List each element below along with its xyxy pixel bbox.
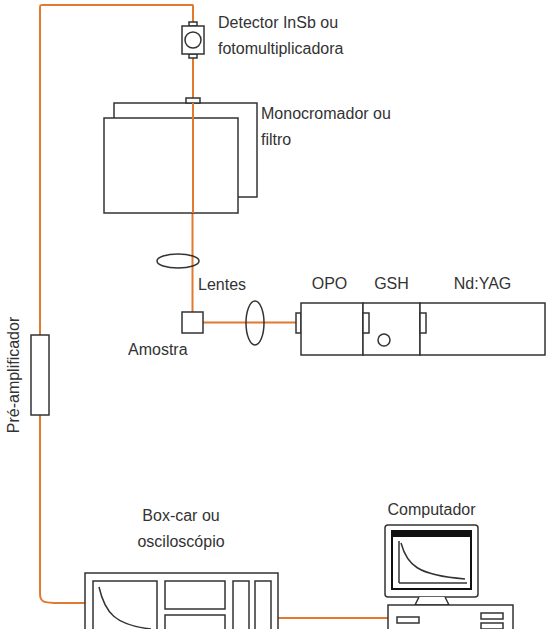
laser-body: [420, 303, 545, 355]
detector: Detector InSb ou fotomultiplicadora: [181, 22, 205, 58]
monochromator: Monocromador ou filtro: [104, 103, 258, 213]
preamplifier: Pré-amplificador: [31, 335, 49, 415]
gsh-box-shape: [363, 303, 420, 355]
monitor-screen: [392, 531, 471, 589]
laser-box: Nd:YAG: [420, 303, 545, 355]
component-label: Nd:YAG: [420, 271, 545, 297]
laser-box-shape: [420, 303, 545, 355]
part-label: Lentes: [198, 272, 246, 298]
beam-inside: [192, 103, 194, 213]
boxcar-panel: [165, 581, 225, 609]
boxcar-panel: [233, 581, 249, 629]
gsh-box: GSH: [363, 303, 420, 355]
component-label: GSH: [363, 271, 420, 297]
sample-shape: [182, 312, 203, 333]
beam-or-cable: [192, 213, 194, 312]
lens-side: [246, 301, 264, 345]
drive-slot: [397, 617, 419, 623]
component-label: Monocromador ou filtro: [261, 101, 391, 153]
boxcar-screen: [93, 581, 157, 629]
gsh-knob: [378, 334, 390, 346]
preamplifier-shape: [31, 335, 49, 415]
gsh-body: [363, 303, 420, 355]
boxcar: Box-car ou osciloscópio: [85, 573, 278, 629]
component-label: Pré-amplificador: [1, 317, 27, 433]
component-label: Computador: [383, 497, 480, 523]
computer-shape: [383, 525, 520, 629]
computer: Computador: [383, 525, 520, 629]
beam-or-cable: [278, 617, 388, 619]
monitor-stand: [415, 597, 449, 605]
monochromator-slit: [186, 98, 200, 103]
component-label: OPO: [296, 271, 363, 297]
opo-body: [301, 303, 363, 355]
component-label: Amostra: [128, 337, 188, 363]
drive-slot: [481, 623, 503, 629]
monitor: [385, 525, 478, 597]
detector-window: [185, 32, 201, 48]
boxcar-panel: [255, 581, 271, 629]
detector-shape: [181, 22, 205, 58]
monochromator-shape: [104, 103, 258, 213]
drive-slot: [481, 613, 503, 619]
computer-case: [388, 605, 513, 629]
sample: Amostra: [182, 312, 203, 333]
laser-port: [420, 313, 426, 333]
component-label: Box-car ou osciloscópio: [121, 503, 241, 555]
monochromator-front: [104, 118, 238, 213]
boxcar-shape: [85, 573, 278, 629]
opo-box: OPO: [296, 303, 363, 355]
beam-or-cable: [192, 58, 194, 98]
sample-cell: [182, 312, 203, 333]
beam-or-cable: [203, 322, 296, 324]
preamp-body: [31, 335, 49, 415]
decay-curve: [99, 587, 151, 629]
boxcar-panel: [165, 615, 225, 629]
screen-curve: [399, 541, 467, 583]
component-label: Detector InSb ou fotomultiplicadora: [218, 10, 388, 62]
detector-body: [182, 26, 204, 54]
beam-or-cable: [40, 415, 85, 603]
screen-bar: [392, 531, 471, 537]
gsh-port: [363, 313, 369, 333]
opo-box-shape: [296, 303, 363, 355]
lens-upper: [157, 254, 199, 268]
